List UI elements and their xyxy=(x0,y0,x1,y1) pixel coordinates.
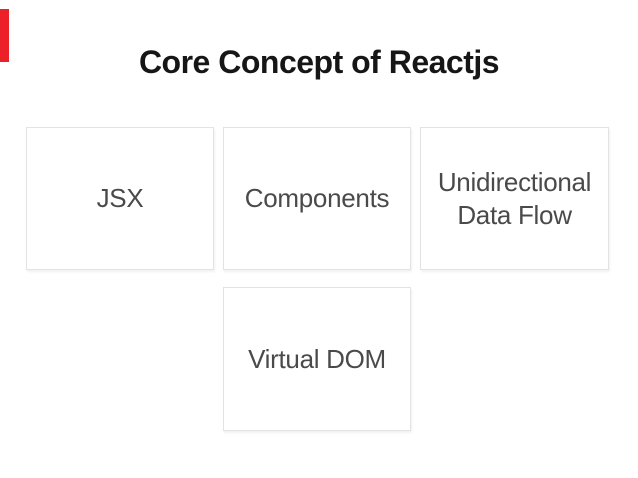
concept-box-virtual-dom: Virtual DOM xyxy=(223,287,411,431)
accent-bar xyxy=(0,9,9,62)
concept-label-components: Components xyxy=(244,183,390,214)
concept-label-unidirectional-data-flow: Unidirectional Data Flow xyxy=(437,167,592,230)
concept-box-jsx: JSX xyxy=(26,127,214,270)
concept-box-unidirectional-data-flow: Unidirectional Data Flow xyxy=(420,127,609,270)
slide-title: Core Concept of Reactjs xyxy=(138,44,500,80)
concept-label-virtual-dom: Virtual DOM xyxy=(248,343,386,374)
concept-box-components: Components xyxy=(223,127,411,270)
concept-label-jsx: JSX xyxy=(96,183,144,214)
